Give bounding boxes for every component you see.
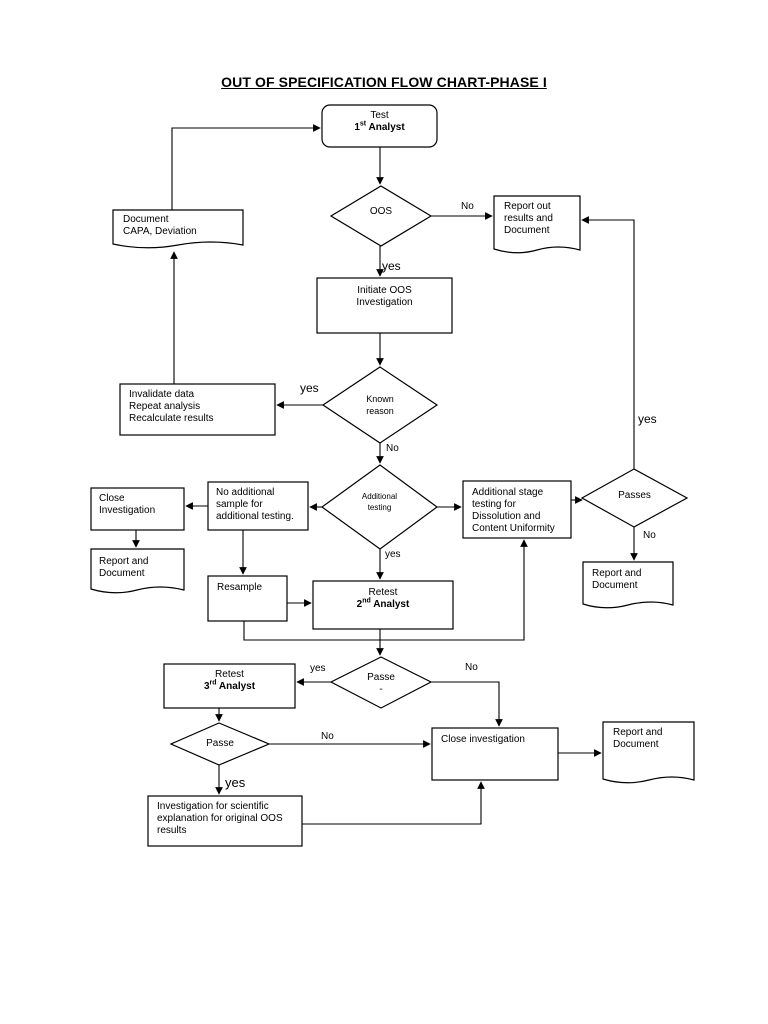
- investigation-scientific-shape: [147, 795, 303, 847]
- close-investigation-left-label: Close Investigation: [99, 493, 156, 516]
- oos-decision-shape: [329, 185, 433, 247]
- invalidate-data-shape: [119, 383, 276, 436]
- retest-second-analyst-shape: [312, 580, 454, 630]
- edge-label-passe-left-no: No: [321, 731, 334, 742]
- edge-capa-to-test: [171, 124, 321, 210]
- report-bottom-label: Report and Document: [613, 727, 663, 750]
- edge-label-passes-no: No: [643, 530, 656, 541]
- edge-label-passes-yes: yes: [638, 412, 657, 426]
- additional-stage-testing-label: Additional stage testing for Dissolution…: [472, 487, 555, 534]
- report-left-label: Report and Document: [99, 556, 149, 579]
- initiate-investigation-label: Initiate OOS Investigation: [356, 285, 413, 308]
- no-additional-sample-shape: [207, 481, 309, 531]
- edge-label-additional-yes: yes: [385, 549, 401, 560]
- passes-label: Passes: [618, 490, 651, 501]
- known-reason-label: Known reason: [366, 394, 394, 416]
- retest-third-analyst-label: Retest 3rd Analyst: [203, 669, 256, 692]
- page-title: OUT OF SPECIFICATION FLOW CHART-PHASE I: [221, 74, 547, 90]
- document-capa-shape: [112, 209, 244, 249]
- additional-testing-label: Additional testing: [361, 492, 398, 512]
- edge-label-passe-center-yes: yes: [310, 663, 326, 674]
- report-out-document-shape: [493, 195, 581, 254]
- close-investigation-bottom-label: Close investigation: [441, 734, 525, 745]
- investigation-scientific-label: Investigation for scientific explanation…: [157, 801, 283, 836]
- additional-stage-testing-shape: [462, 480, 572, 539]
- edge-passes-to-report-out: [581, 216, 635, 469]
- report-right-label: Report and Document: [592, 568, 642, 591]
- report-bottom-document-shape: [602, 721, 695, 784]
- resample-shape: [207, 575, 288, 622]
- edge-label-passe-center-no: No: [465, 662, 478, 673]
- report-left-document-shape: [90, 548, 185, 594]
- close-investigation-bottom-shape: [431, 727, 559, 781]
- oos-label: OOS: [369, 206, 393, 217]
- passe-center-label: Passe -: [367, 672, 395, 695]
- edge-label-passe-left-yes: yes: [225, 775, 246, 790]
- report-out-label: Report out results and Document: [504, 201, 553, 236]
- edge-label-known-no: No: [386, 443, 399, 454]
- document-capa-label: Document CAPA, Deviation: [123, 214, 197, 237]
- test-node-label: Test 1st Analyst: [354, 110, 405, 133]
- edge-investigation-to-close: [302, 781, 485, 825]
- edge-passe-to-close-bottom: [431, 681, 503, 727]
- edge-label-oos-no: No: [461, 201, 474, 212]
- passe-left-label: Passe: [206, 738, 234, 749]
- no-additional-sample-label: No additional sample for additional test…: [216, 487, 294, 522]
- edge-label-known-yes: yes: [300, 381, 319, 395]
- close-investigation-left-shape: [90, 487, 185, 531]
- edge-resample-bottom-to-stage: [243, 539, 528, 641]
- edge-label-oos-yes: yes: [382, 259, 401, 273]
- retest-second-analyst-label: Retest 2nd Analyst: [356, 587, 410, 610]
- passe-center-decision-shape: [329, 656, 433, 709]
- invalidate-data-label: Invalidate data Repeat analysis Recalcul…: [129, 389, 214, 424]
- resample-label: Resample: [217, 582, 263, 593]
- report-right-document-shape: [582, 561, 674, 609]
- retest-third-analyst-shape: [163, 663, 296, 709]
- initiate-investigation-shape: [316, 277, 453, 334]
